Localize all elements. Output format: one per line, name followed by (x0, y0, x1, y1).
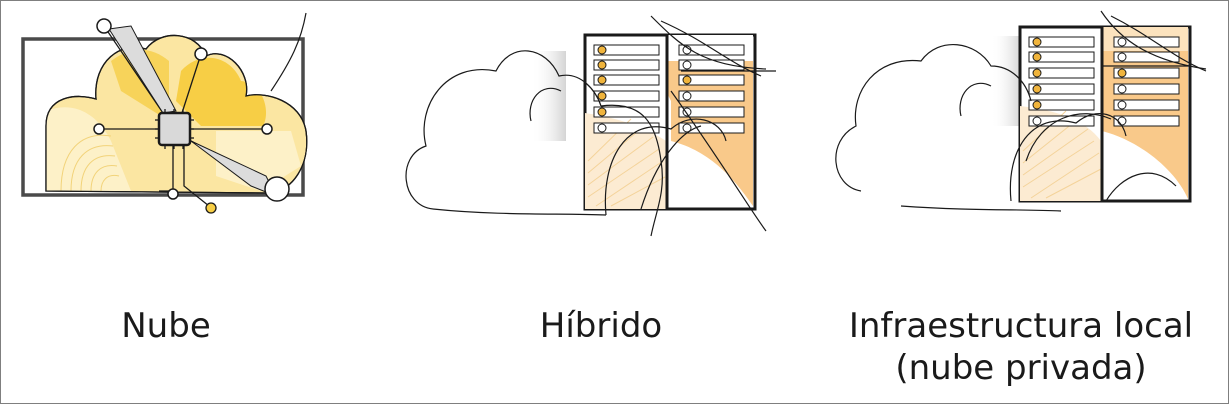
cloud-chip-icon (21, 12, 308, 214)
caption-text: Infraestructura local (nube privada) (848, 306, 1194, 388)
panel-cloud: Nube (1, 1, 331, 405)
server-rack-icon (835, 10, 1207, 212)
panel-caption: Infraestructura local (nube privada) (821, 305, 1221, 389)
panel-caption: Nube (121, 306, 211, 346)
panel-onprem: Infraestructura local (nube privada) (821, 1, 1221, 405)
panel-caption: Híbrido (539, 306, 663, 346)
hybrid-cloud-server-icon (405, 15, 776, 237)
panel-hybrid: Híbrido (381, 1, 801, 405)
